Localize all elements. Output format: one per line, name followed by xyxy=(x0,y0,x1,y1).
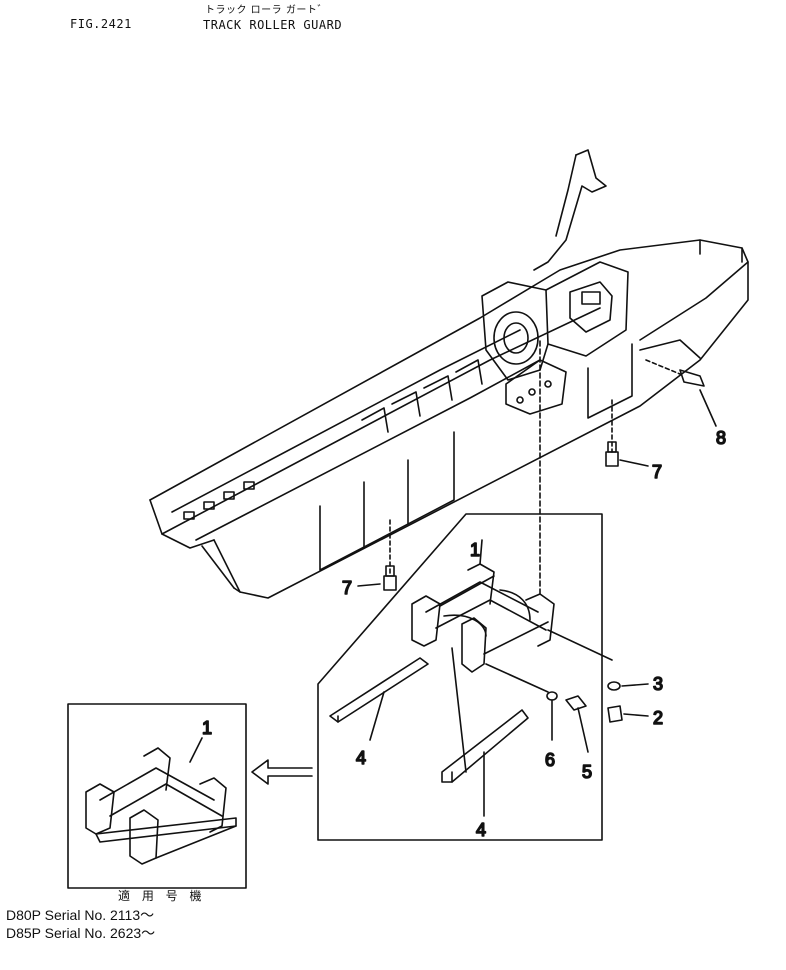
callout-washer: 3 xyxy=(653,674,663,694)
callout-bolt-rear: 8 xyxy=(716,428,726,448)
figure-number: FIG.2421 xyxy=(70,17,132,31)
figure-title: TRACK ROLLER GUARD xyxy=(203,18,343,32)
callout-bolt: 2 xyxy=(653,708,663,728)
track-frame-illustration xyxy=(149,149,749,599)
callout-bolt-small: 5 xyxy=(582,762,592,782)
exploded-view-frame xyxy=(317,339,649,841)
callout-washer-small: 6 xyxy=(545,750,555,770)
callout-guard: 1 xyxy=(470,540,480,560)
serial-line-d85p: D85P Serial No. 2623～ xyxy=(6,925,156,941)
callout-plate-lower: 4 xyxy=(476,820,486,840)
callout-plate-upper: 4 xyxy=(356,748,366,768)
frame-bolts xyxy=(357,359,717,591)
inset-view xyxy=(67,703,313,889)
title-katakana: トラック ローラ ガート゛ xyxy=(205,5,328,16)
callout-bolt-frame-right: 7 xyxy=(652,462,662,482)
callout-bolt-frame-left: 7 xyxy=(342,578,352,598)
callout-inset-guard: 1 xyxy=(202,718,212,738)
serial-line-d80p: D80P Serial No. 2113～ xyxy=(6,907,155,923)
applicability-label: 適 用 号 機 xyxy=(118,889,206,903)
